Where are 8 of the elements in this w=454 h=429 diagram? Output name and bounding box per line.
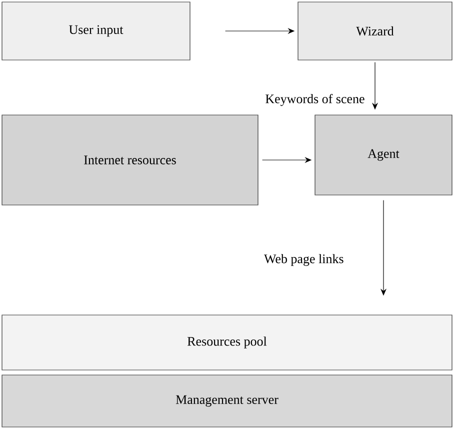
process-box: Agent [314,114,452,196]
process-box: Internet resources [2,114,258,206]
process-box: Resources pool [2,314,452,370]
process-box: Wizard [298,2,452,60]
process-box: User input [2,2,190,60]
edge-label: Keywords of scene [266,94,364,106]
edge-label: Web page links [264,254,344,266]
process-box: Management server [2,374,452,428]
